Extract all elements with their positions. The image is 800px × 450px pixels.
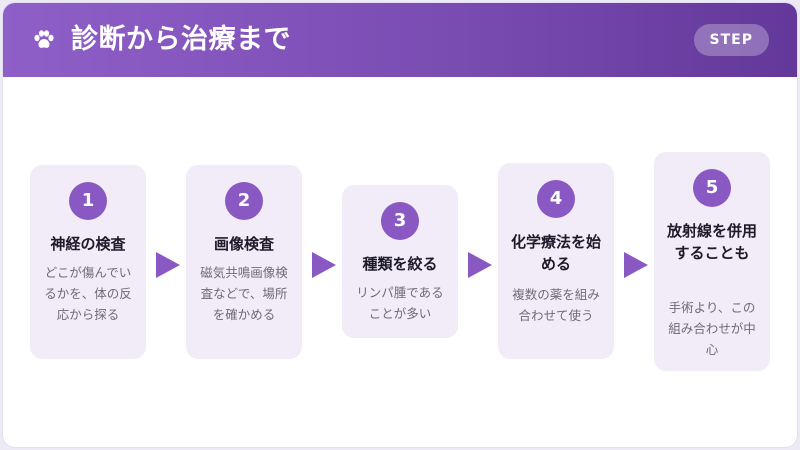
header-bar: 診断から治療まで STEP (3, 3, 797, 77)
arrow-right-icon (624, 252, 648, 278)
step-description: 磁気共鳴画像検査などで、場所を確かめる (200, 265, 288, 322)
step-card-2: 2 画像検査 磁気共鳴画像検査などで、場所を確かめる (186, 165, 302, 359)
slide-frame: 診断から治療まで STEP 1 神経の検査 どこが傷んでいるかを、体の反応から探… (3, 3, 797, 447)
step-card-5: 5 放射線を併用することも 手術より、この組み合わせが中心 (654, 152, 770, 371)
page-title: 診断から治療まで (71, 24, 291, 55)
step-number-badge: 1 (69, 182, 107, 220)
arrow-right-icon (156, 252, 180, 278)
step-card-3: 3 種類を絞る リンパ腫であることが多い (342, 185, 458, 338)
step-badge: STEP (693, 24, 769, 56)
step-card-4: 4 化学療法を始める 複数の薬を組み合わせて使う (498, 163, 614, 359)
step-title: 放射線を併用することも (666, 222, 757, 262)
paw-icon (34, 30, 54, 48)
arrow-right-icon (312, 252, 336, 278)
step-number-badge: 4 (537, 180, 575, 218)
step-description: 手術より、この組み合わせが中心 (668, 300, 756, 357)
step-description: リンパ腫であることが多い (356, 285, 444, 321)
step-title: 画像検査 (213, 235, 274, 253)
step-description: 複数の薬を組み合わせて使う (512, 287, 600, 323)
step-number-badge: 3 (381, 202, 419, 240)
step-card-1: 1 神経の検査 どこが傷んでいるかを、体の反応から探る (30, 165, 146, 359)
step-description: どこが傷んでいるかを、体の反応から探る (44, 265, 132, 322)
step-number-badge: 2 (225, 182, 263, 220)
step-title: 化学療法を始める (510, 233, 601, 273)
step-number-badge: 5 (693, 169, 731, 207)
arrow-right-icon (468, 252, 492, 278)
step-title: 神経の検査 (50, 235, 126, 253)
step-title: 種類を絞る (362, 255, 438, 273)
